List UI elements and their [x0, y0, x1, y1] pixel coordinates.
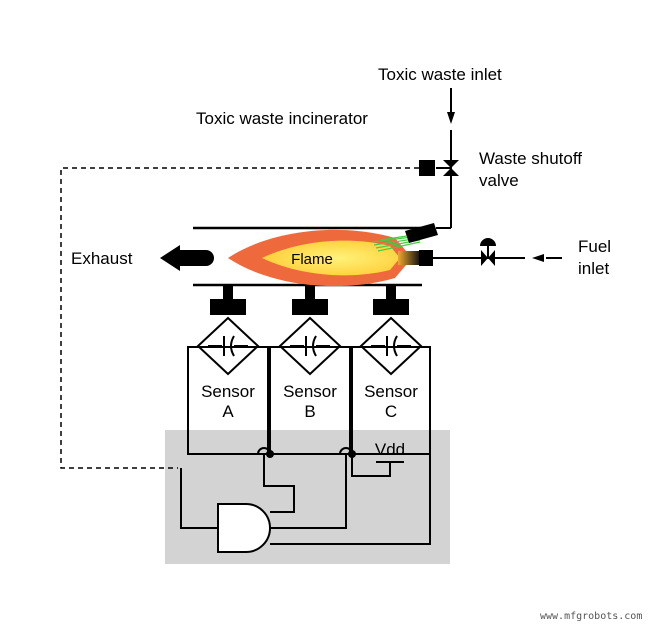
junction-dot-a	[266, 450, 274, 458]
waste-inlet-arrow	[447, 88, 455, 124]
flame-label: Flame	[291, 251, 333, 268]
shutoff-valve-label-1: Waste shutoff	[479, 149, 582, 168]
sensor-b: Sensor B	[269, 285, 351, 455]
incinerator-label: Toxic waste incinerator	[196, 109, 368, 128]
sensor-c: Sensor C	[351, 285, 431, 455]
fuel-inlet-label-2: inlet	[578, 259, 609, 278]
waste-shutoff-valve	[419, 160, 459, 176]
sensor-a-label-2: A	[222, 402, 234, 421]
control-signal-line	[60, 167, 419, 469]
burner-nozzle	[398, 251, 420, 265]
vdd-label: Vdd	[375, 440, 405, 459]
sensor-c-label-2: C	[385, 402, 397, 421]
watermark: www.mfgrobots.com	[540, 611, 642, 622]
fuel-port	[419, 250, 433, 266]
sensor-b-label-1: Sensor	[283, 382, 337, 401]
fuel-valve	[480, 238, 496, 266]
sensor-b-label-2: B	[304, 402, 315, 421]
and-gate	[217, 503, 271, 553]
junction-dot-b	[348, 450, 356, 458]
sensor-c-label-1: Sensor	[364, 382, 418, 401]
waste-line	[436, 130, 452, 229]
waste-nozzle	[405, 223, 438, 243]
sensor-a: Sensor A	[187, 285, 269, 455]
exhaust-arrow	[160, 245, 214, 271]
shutoff-valve-label-2: valve	[479, 171, 519, 190]
logic-box	[165, 430, 450, 564]
fuel-inlet-arrow	[532, 254, 562, 262]
sensor-a-label-1: Sensor	[201, 382, 255, 401]
exhaust-label: Exhaust	[71, 249, 133, 268]
valve-actuator	[419, 160, 435, 176]
flame: Flame	[228, 229, 421, 287]
fuel-inlet-label-1: Fuel	[578, 237, 611, 256]
vdd-symbol: Vdd	[375, 440, 405, 463]
toxic-waste-inlet-label: Toxic waste inlet	[378, 65, 502, 84]
